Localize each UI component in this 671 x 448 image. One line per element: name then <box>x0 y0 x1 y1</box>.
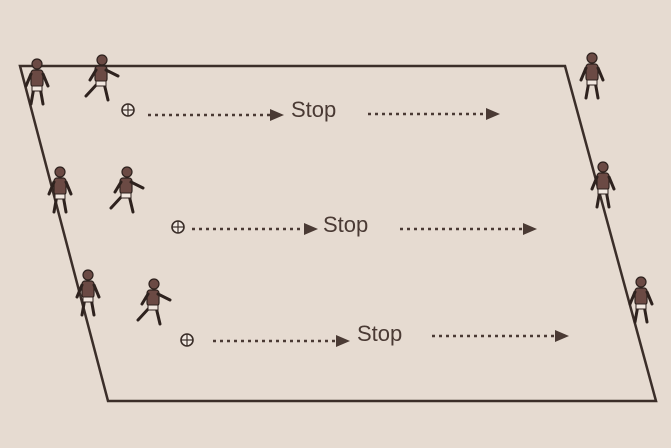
player-icon <box>592 162 614 207</box>
arrow-icon <box>304 223 318 235</box>
player-icon <box>49 167 71 212</box>
ball-icon <box>122 104 134 116</box>
arrow-icon <box>486 108 500 120</box>
arrow-icon <box>270 109 284 121</box>
player-icon <box>86 55 118 100</box>
arrow-icon <box>523 223 537 235</box>
arrow-icon <box>555 330 569 342</box>
lane-3-label: Stop <box>357 321 402 346</box>
ball-icon <box>172 221 184 233</box>
lane-1-label: Stop <box>291 97 336 122</box>
player-icon <box>77 270 99 315</box>
arrow-icon <box>336 335 350 347</box>
player-icon <box>111 167 143 212</box>
ball-icon <box>181 334 193 346</box>
player-icon <box>138 279 170 324</box>
player-icon <box>581 53 603 98</box>
lane-2-label: Stop <box>323 212 368 237</box>
